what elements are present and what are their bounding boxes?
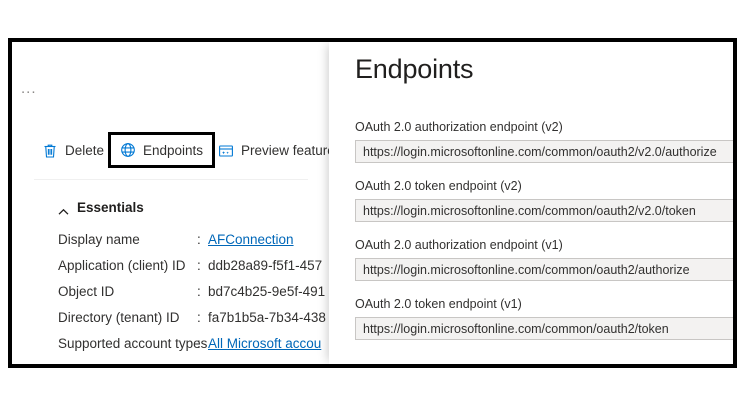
property-value: bd7c4b25-9e5f-491 <box>208 284 326 299</box>
oauth2-authorization-endpoint-v1-input[interactable] <box>355 258 733 281</box>
essentials-row: Directory (tenant) ID : fa7b1b5a-7b34-43… <box>58 310 358 336</box>
endpoint-list: OAuth 2.0 authorization endpoint (v2) OA… <box>355 120 733 356</box>
endpoint-group: OAuth 2.0 token endpoint (v2) <box>355 179 733 222</box>
command-bar-divider <box>34 179 308 180</box>
property-separator: : <box>197 336 201 351</box>
essentials-row: Object ID : bd7c4b25-9e5f-491 <box>58 284 358 310</box>
endpoints-panel: Endpoints OAuth 2.0 authorization endpoi… <box>329 42 733 364</box>
property-value[interactable]: AFConnection <box>208 232 294 247</box>
property-value: ddb28a89-f5f1-457 <box>208 258 323 273</box>
command-bar: Delete Endpoints <box>12 132 733 169</box>
endpoint-label: OAuth 2.0 token endpoint (v1) <box>355 297 522 311</box>
endpoint-group: OAuth 2.0 authorization endpoint (v2) <box>355 120 733 163</box>
property-label: Supported account types <box>58 336 208 351</box>
delete-button[interactable]: Delete <box>36 132 110 169</box>
property-separator: : <box>197 258 201 273</box>
preview-features-icon <box>218 143 234 159</box>
property-label: Application (client) ID <box>58 258 186 273</box>
endpoint-group: OAuth 2.0 token endpoint (v1) <box>355 297 733 340</box>
globe-icon <box>120 142 136 158</box>
endpoints-button[interactable]: Endpoints <box>108 132 216 168</box>
property-value[interactable]: All Microsoft accou <box>208 336 322 351</box>
endpoint-label: OAuth 2.0 authorization endpoint (v1) <box>355 238 563 252</box>
preview-features-label: Preview features <box>241 143 342 158</box>
overflow-ellipsis[interactable]: ... <box>21 80 37 97</box>
property-value: fa7b1b5a-7b34-438 <box>208 310 326 325</box>
property-label: Object ID <box>58 284 115 299</box>
chevron-up-icon <box>58 204 69 215</box>
oauth2-authorization-endpoint-v2-input[interactable] <box>355 140 733 163</box>
panel-title: Endpoints <box>355 54 474 84</box>
property-separator: : <box>197 310 201 325</box>
endpoints-label: Endpoints <box>143 142 204 158</box>
oauth2-token-endpoint-v2-input[interactable] <box>355 199 733 222</box>
essentials-section-header[interactable]: Essentials <box>58 200 144 215</box>
property-label: Directory (tenant) ID <box>58 310 180 325</box>
delete-label: Delete <box>65 143 105 158</box>
essentials-row: Supported account types : All Microsoft … <box>58 336 358 362</box>
endpoint-label: OAuth 2.0 authorization endpoint (v2) <box>355 120 563 134</box>
preview-features-button[interactable]: Preview features <box>212 132 348 169</box>
endpoint-label: OAuth 2.0 token endpoint (v2) <box>355 179 522 193</box>
property-label: Display name <box>58 232 140 247</box>
property-separator: : <box>197 232 201 247</box>
essentials-properties: Display name : AFConnection Application … <box>58 232 358 362</box>
oauth2-token-endpoint-v1-input[interactable] <box>355 317 733 340</box>
annotation-frame: ... Delete <box>8 38 737 368</box>
property-separator: : <box>197 284 201 299</box>
essentials-row: Application (client) ID : ddb28a89-f5f1-… <box>58 258 358 284</box>
trash-icon <box>42 143 58 159</box>
essentials-title: Essentials <box>77 200 144 215</box>
essentials-row: Display name : AFConnection <box>58 232 358 258</box>
endpoint-group: OAuth 2.0 authorization endpoint (v1) <box>355 238 733 281</box>
